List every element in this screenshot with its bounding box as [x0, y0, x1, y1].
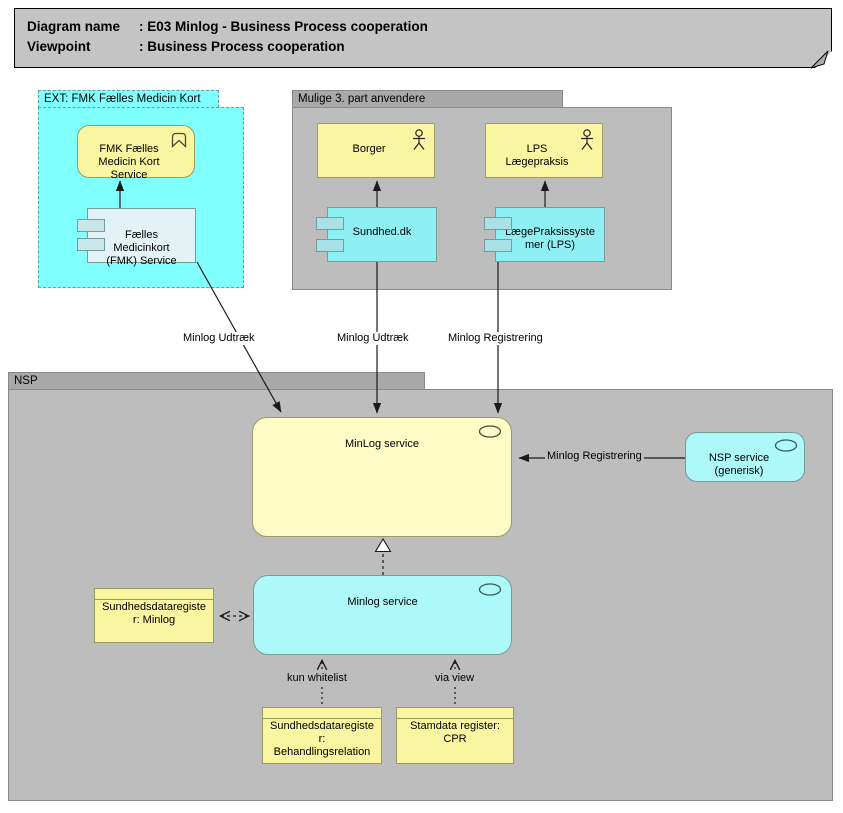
node-fmk-service-label: FMK Fælles Medicin Kort Service: [98, 143, 160, 181]
node-register-cpr[interactable]: Stamdata register: CPR: [396, 707, 514, 764]
node-minlog-service-app[interactable]: Minlog service: [253, 575, 512, 655]
label-minlog-udtraek-fmk: Minlog Udtræk: [181, 332, 257, 345]
label-minlog-registrering-lps: Minlog Registrering: [446, 332, 545, 345]
node-register-behandlingsrelation-label: Sundhedsdataregiste r: Behandlingsrelati…: [270, 720, 374, 758]
node-nsp-service-generisk-label: NSP service (generisk): [708, 452, 770, 477]
service-oval-icon: [478, 425, 502, 438]
node-sundhed-dk[interactable]: Sundhed.dk: [316, 207, 437, 262]
diagram-title-box: Diagram name : E03 Minlog - Business Proc…: [14, 8, 832, 68]
title-label-2: Viewpoint: [27, 39, 91, 54]
component-tab-icon: [77, 219, 105, 232]
node-lps-system[interactable]: LægePraksissyste mer (LPS): [484, 207, 605, 262]
component-tab-icon: [77, 238, 105, 251]
node-register-behandlingsrelation[interactable]: Sundhedsdataregiste r: Behandlingsrelati…: [262, 707, 382, 764]
component-tab-icon: [484, 239, 512, 252]
node-register-minlog-label: Sundhedsdataregiste r: Minlog: [102, 601, 206, 626]
function-icon: [171, 132, 187, 148]
node-register-cpr-label: Stamdata register: CPR: [410, 720, 500, 745]
label-kun-whitelist: kun whitelist: [285, 672, 349, 685]
object-titlebar: [95, 589, 213, 600]
node-fmk-component[interactable]: Fælles Medicinkort (FMK) Service: [77, 208, 196, 267]
title-fold-corner-icon: [810, 50, 829, 69]
component-tab-icon: [316, 239, 344, 252]
node-sundhed-dk-label: Sundhed.dk: [352, 226, 412, 238]
node-borger[interactable]: Borger: [317, 123, 435, 178]
node-borger-label: Borger: [352, 143, 386, 155]
actor-icon: [413, 129, 425, 150]
title-label-1: Diagram name: [27, 19, 121, 34]
node-minlog-service-main[interactable]: MinLog service: [252, 417, 512, 537]
title-value-2: : Business Process cooperation: [139, 39, 345, 54]
component-tab-icon: [316, 217, 344, 230]
group-ext-fmk-tab: EXT: FMK Fælles Medicin Kort: [38, 90, 219, 108]
label-minlog-registrering-nsp: Minlog Registrering: [545, 450, 644, 463]
node-minlog-service-app-label: Minlog service: [347, 596, 418, 608]
node-fmk-component-label: Fælles Medicinkort (FMK) Service: [106, 229, 177, 267]
service-oval-icon: [478, 583, 502, 596]
node-register-minlog[interactable]: Sundhedsdataregiste r: Minlog: [94, 588, 214, 643]
title-value-1: : E03 Minlog - Business Process cooperat…: [139, 19, 428, 34]
group-nsp-tab: NSP: [8, 372, 425, 390]
label-via-view: via view: [433, 672, 477, 685]
service-oval-icon: [774, 439, 798, 452]
node-lps-system-label: LægePraksissyste mer (LPS): [505, 226, 595, 251]
object-titlebar: [397, 708, 513, 719]
node-lps-laegepraksis-label: LPS Lægepraksis: [505, 143, 569, 168]
label-minlog-udtraek-sundhed: Minlog Udtræk: [335, 332, 411, 345]
component-tab-icon: [484, 217, 512, 230]
node-minlog-service-main-label: MinLog service: [345, 438, 419, 450]
node-lps-laegepraksis[interactable]: LPS Lægepraksis: [485, 123, 603, 178]
group-mulige-tab: Mulige 3. part anvendere: [292, 90, 563, 108]
actor-icon: [581, 129, 593, 150]
node-nsp-service-generisk[interactable]: NSP service (generisk): [685, 432, 805, 482]
node-fmk-service[interactable]: FMK Fælles Medicin Kort Service: [77, 125, 195, 181]
object-titlebar: [263, 708, 381, 719]
